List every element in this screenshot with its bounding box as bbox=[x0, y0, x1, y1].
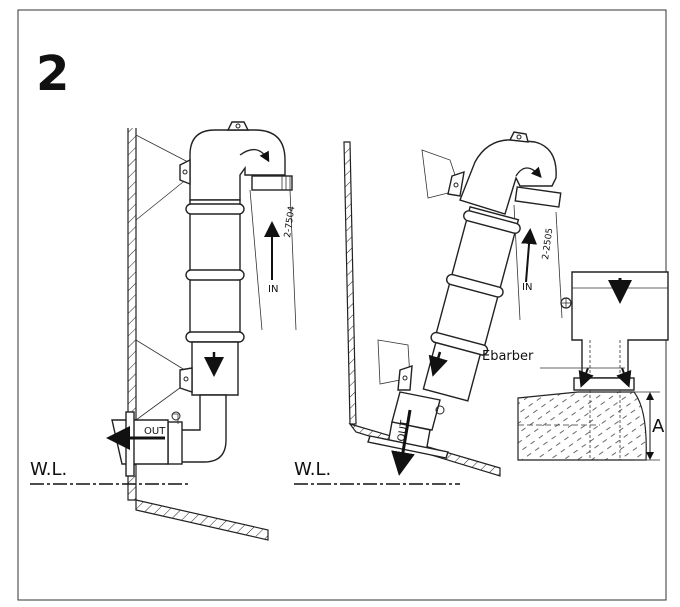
label-out-left: OUT bbox=[144, 426, 166, 437]
label-in-right: IN bbox=[522, 282, 532, 293]
frame-border bbox=[17, 9, 667, 601]
detail-hull-section bbox=[517, 391, 647, 461]
hull-wall-middle bbox=[343, 141, 357, 425]
figure-number: 2 bbox=[36, 46, 69, 102]
hull-bottom-left bbox=[135, 499, 269, 541]
left-installation: IN 2-7504 OUT W.L. bbox=[30, 121, 297, 541]
label-in-left: IN bbox=[268, 284, 278, 295]
top-elbow-left bbox=[189, 129, 286, 201]
top-elbow-middle bbox=[459, 139, 557, 215]
label-dimension-a: A bbox=[652, 416, 665, 437]
label-ebarber: Ebarber bbox=[482, 349, 534, 364]
hull-wall-left bbox=[127, 128, 137, 501]
middle-installation: IN 2-2505 OUT W.L. bbox=[294, 131, 563, 485]
label-part-left: 2-7504 bbox=[283, 205, 297, 238]
label-wl-right: W.L. bbox=[294, 459, 331, 480]
detail-view: Ebarber A bbox=[482, 271, 669, 461]
label-wl-left: W.L. bbox=[30, 459, 67, 480]
label-part-right: 2-2505 bbox=[541, 227, 555, 260]
label-out-right: OUT bbox=[396, 419, 411, 443]
